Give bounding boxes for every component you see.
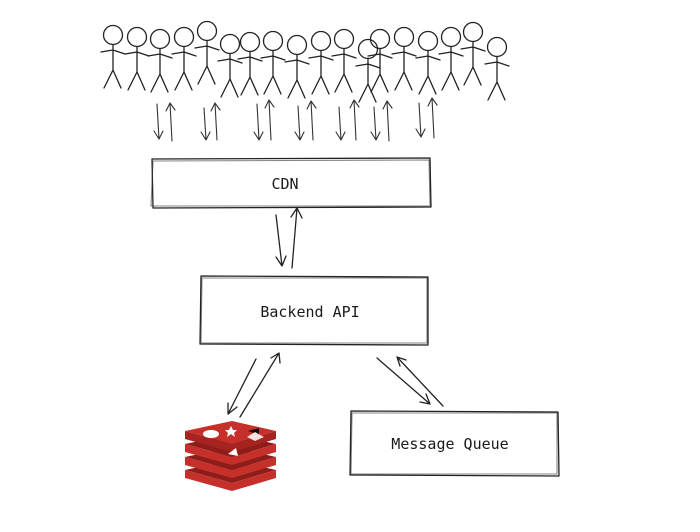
stick-figure-icon [391, 26, 417, 91]
arrow-pair [335, 99, 360, 141]
stick-figure-icon [415, 30, 441, 95]
crowd-cdn-arrows [153, 97, 438, 142]
stick-figure-icon [124, 26, 150, 91]
backend-queue-arrows [376, 356, 444, 407]
stick-figure-icon [147, 28, 173, 93]
stick-figure-icon [194, 20, 220, 85]
redis-icon [185, 421, 276, 491]
arrow-pair [370, 100, 393, 142]
cdn-node: CDN [150, 157, 432, 209]
stick-figure-icon [331, 28, 357, 93]
stick-figure-icon [237, 31, 263, 96]
arrow-pair [253, 99, 275, 141]
cdn-backend-arrows [275, 207, 303, 269]
stick-figure-icon [355, 38, 381, 103]
backend-api-label: Backend API [260, 303, 359, 321]
stick-figure-icon [171, 26, 197, 91]
stick-figure-icon [308, 30, 334, 95]
arrow-pair [415, 97, 438, 139]
arrow-pair [153, 102, 176, 142]
stick-figure-icon [438, 26, 464, 91]
user-crowd [100, 20, 510, 103]
backend-api-node: Backend API [199, 275, 429, 346]
backend-cache-arrows [227, 352, 281, 418]
stick-figure-icon [260, 30, 286, 95]
stick-figure-icon [367, 28, 393, 93]
message-queue-label: Message Queue [391, 435, 508, 453]
stick-figure-icon [460, 21, 486, 86]
message-queue-node: Message Queue [349, 410, 560, 477]
arrow-pair [200, 102, 221, 141]
arrow-pair [294, 100, 317, 141]
stick-figure-icon [100, 24, 126, 89]
stick-figure-icon [217, 33, 243, 98]
stick-figure-icon [484, 36, 510, 101]
cdn-label: CDN [271, 175, 298, 193]
stick-figure-icon [284, 34, 310, 99]
